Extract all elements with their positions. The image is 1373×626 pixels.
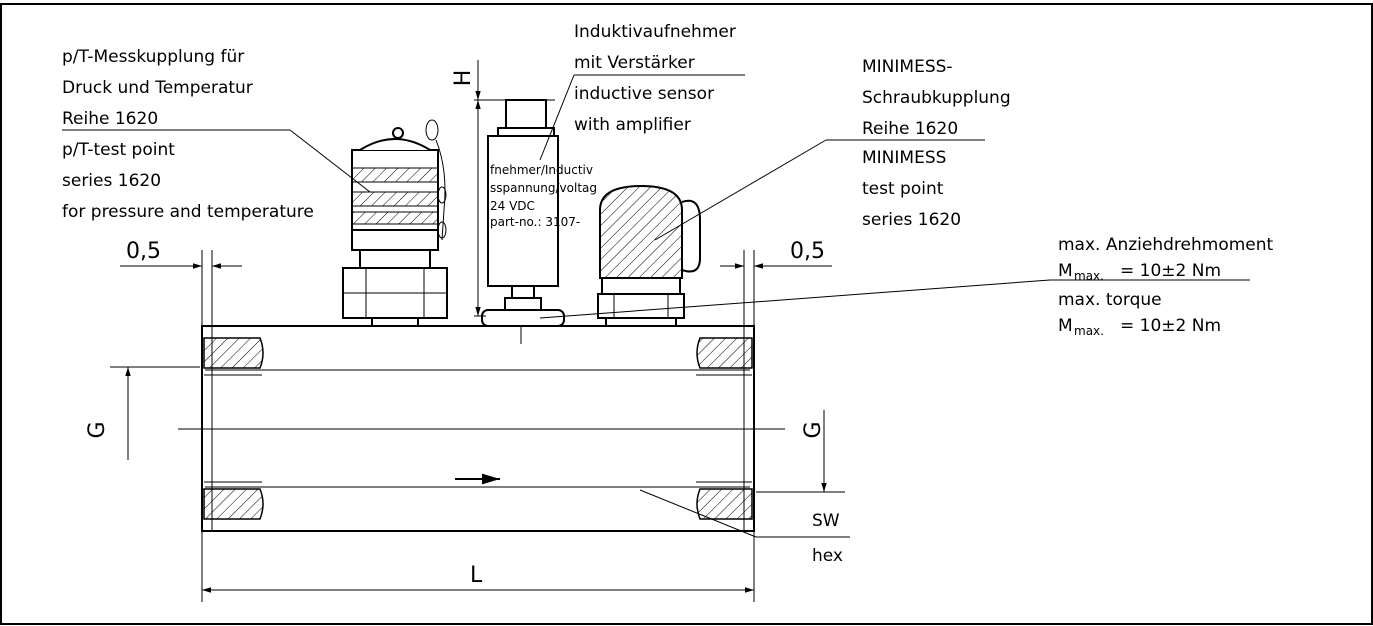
torque-label: max. Anziehdrehmoment M max. = 10±2 Nm m… [1058, 235, 1274, 338]
pt-label-line-3: Reihe 1620 [62, 109, 158, 129]
section-hatch-right [696, 337, 753, 520]
wrench-size-en: hex [812, 546, 843, 566]
minimess-label-line-4: MINIMESS [862, 148, 946, 168]
torque-de-symbol: M [1058, 261, 1073, 281]
pt-test-point-fitting [342, 119, 448, 327]
wrench-size-de: SW [812, 511, 840, 531]
inductive-sensor-label: Induktivaufnehmer mit Verstärker inducti… [574, 22, 736, 135]
pt-label-line-2: Druck und Temperatur [62, 78, 253, 98]
torque-de-value: = 10±2 Nm [1120, 261, 1221, 281]
dim-height-label: H [451, 70, 476, 87]
drawing-frame [0, 3, 1373, 625]
section-hatch-left [203, 337, 264, 520]
dim-thread-right-label: G [801, 421, 826, 438]
torque-de-subscript: max. [1074, 269, 1104, 283]
pt-label-line-1: p/T-Messkupplung für [62, 47, 244, 67]
torque-en-line: max. torque [1058, 290, 1162, 310]
flow-tube-body [178, 325, 785, 532]
sensor-label-line-4: part-no.: 3107- [490, 215, 580, 229]
leader-lines [62, 74, 1250, 538]
sensor-label-en-1: inductive sensor [574, 84, 714, 104]
minimess-label-line-3: Reihe 1620 [862, 119, 958, 139]
dim-length-label: L [470, 563, 483, 588]
pt-label-line-6: for pressure and temperature [62, 202, 314, 222]
pt-coupling-label: p/T-Messkupplung für Druck und Temperatu… [62, 47, 314, 222]
dim-thread-left-label: G [85, 421, 110, 438]
torque-en-symbol: M [1058, 316, 1073, 336]
torque-de-line: max. Anziehdrehmoment [1058, 235, 1274, 255]
dimensions [110, 60, 845, 602]
dim-left-gap: 0,5 [126, 239, 161, 264]
sensor-label-en-2: with amplifier [574, 115, 691, 135]
pt-label-line-5: series 1620 [62, 171, 161, 191]
sensor-label-de-1: Induktivaufnehmer [574, 22, 736, 42]
pt-label-line-4: p/T-test point [62, 140, 175, 160]
torque-en-value: = 10±2 Nm [1120, 316, 1221, 336]
minimess-label-line-2: Schraubkupplung [862, 88, 1011, 108]
minimess-label-line-5: test point [862, 179, 944, 199]
sensor-label-de-2: mit Verstärker [574, 53, 695, 73]
sensor-label-line-2: sspannung/voltag [490, 181, 597, 195]
torque-en-subscript: max. [1074, 324, 1104, 338]
sensor-label-line-3: 24 VDC [490, 199, 535, 213]
minimess-label: MINIMESS- Schraubkupplung Reihe 1620 MIN… [862, 57, 1011, 230]
minimess-label-line-6: series 1620 [862, 210, 961, 230]
minimess-label-line-1: MINIMESS- [862, 57, 953, 77]
dim-right-gap: 0,5 [790, 239, 825, 264]
minimess-coupling [597, 184, 701, 327]
sensor-label-line-1: fnehmer/Inductiv [490, 163, 593, 177]
inductive-sensor: fnehmer/Inductiv sspannung/voltag 24 VDC… [481, 99, 597, 344]
